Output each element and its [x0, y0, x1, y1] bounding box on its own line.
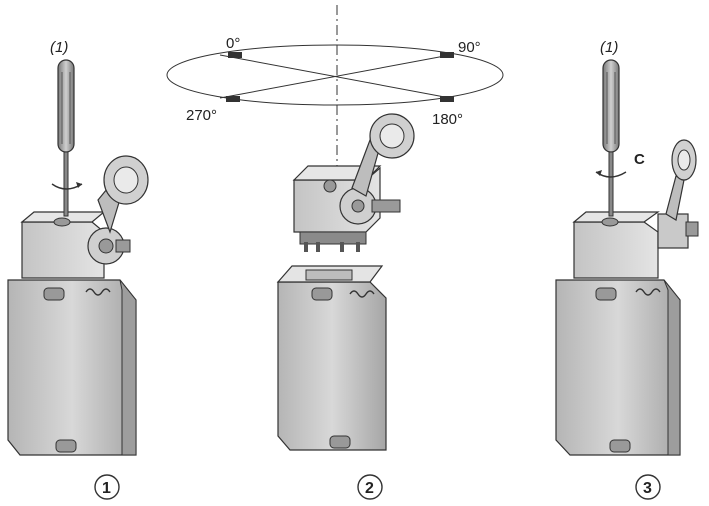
roller [671, 139, 697, 181]
switch-head [20, 211, 106, 279]
step-badge-1 [94, 474, 120, 500]
switch-head [572, 211, 660, 279]
lever-arm [657, 175, 699, 249]
switch-body [7, 279, 137, 456]
roller [103, 155, 149, 205]
step-label-1: 1 [102, 480, 111, 497]
tool-note-right: (1) [600, 39, 618, 56]
angle-180: 180° [432, 111, 463, 128]
switch-2: 0° 90° 180° 270° [166, 5, 504, 500]
angle-0: 0° [226, 35, 240, 52]
step-badge-3 [635, 474, 661, 500]
lever-arm [87, 177, 131, 265]
angle-270: 270° [186, 107, 217, 124]
wave-mark [349, 290, 375, 298]
tool-note-left: (1) [50, 39, 68, 56]
switch-3: C (1) 3 [555, 39, 699, 500]
wave-mark [635, 288, 661, 296]
step-label-2: 2 [365, 480, 374, 497]
step-badge-2 [357, 474, 383, 500]
wave-mark [85, 288, 111, 296]
switch-body [555, 279, 681, 456]
angle-90: 90° [458, 39, 481, 56]
rotate-arrow-icon [51, 182, 83, 190]
switch-1: (1) 1 [7, 39, 149, 500]
screwdriver-icon [57, 59, 75, 217]
rotate-arrow-icon [595, 170, 627, 178]
screwdriver-icon [602, 59, 620, 217]
detached-head [292, 113, 415, 252]
step-label-3: 3 [643, 480, 652, 497]
switch-body [276, 265, 387, 451]
rotation-letter: C [634, 151, 645, 168]
